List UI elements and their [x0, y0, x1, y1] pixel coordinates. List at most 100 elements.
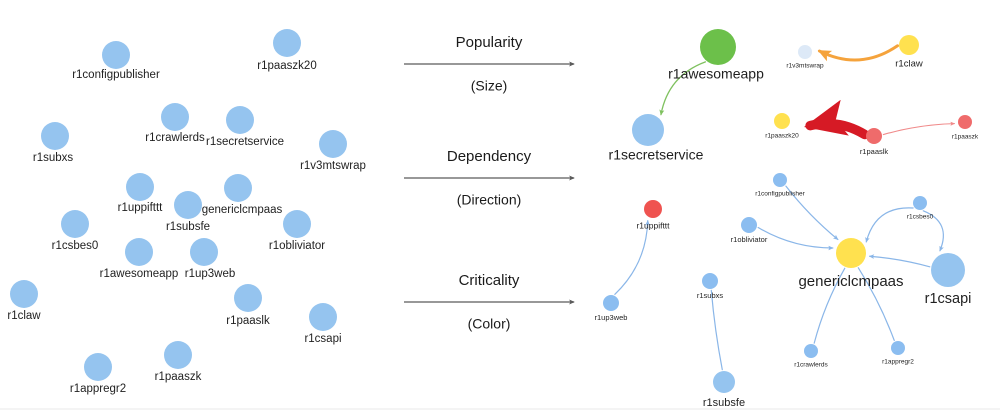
- node-circle-r1up3web[interactable]: [190, 238, 218, 266]
- node-r1paaszk20[interactable]: r1paaszk20: [765, 113, 799, 140]
- node-r1subxs[interactable]: r1subxs: [33, 122, 74, 164]
- node-circle-r1obliviator[interactable]: [741, 217, 757, 233]
- node-circle-r1awesomeapp[interactable]: [125, 238, 153, 266]
- node-r1subxs[interactable]: r1subxs: [697, 273, 724, 300]
- node-circle-r1configpublisher[interactable]: [773, 173, 787, 187]
- node-circle-r1subxs[interactable]: [702, 273, 718, 289]
- node-circle-r1paaszk[interactable]: [164, 341, 192, 369]
- node-circle-r1crawlerds[interactable]: [161, 103, 189, 131]
- node-circle-r1csapi[interactable]: [931, 253, 965, 287]
- node-label-r1crawlerds: r1crawlerds: [794, 362, 828, 369]
- encoding-subtitle-dependency: (Direction): [457, 192, 522, 208]
- node-circle-r1secretservice[interactable]: [226, 106, 254, 134]
- node-r1up3web[interactable]: r1up3web: [185, 238, 236, 280]
- node-label-r1subxs: r1subxs: [697, 291, 724, 300]
- node-r1paaszk[interactable]: r1paaszk: [952, 115, 979, 141]
- encoding-title-dependency: Dependency: [447, 148, 532, 165]
- node-circle-r1paaszk[interactable]: [958, 115, 972, 129]
- node-r1subsfe[interactable]: r1subsfe: [703, 371, 745, 409]
- node-circle-r1subsfe[interactable]: [174, 191, 202, 219]
- encoding-subtitle-popularity: (Size): [471, 78, 508, 94]
- node-circle-r1csapi[interactable]: [309, 303, 337, 331]
- node-r1paaslk[interactable]: r1paaslk: [860, 128, 889, 156]
- node-label-r1appregr2: r1appregr2: [882, 359, 914, 366]
- edge-r1csbes0-to-genericlcmpaas: [865, 207, 914, 243]
- edge-genericlcmpaas-to-r1appregr2: [857, 267, 895, 341]
- node-label-r1up3web: r1up3web: [595, 313, 628, 322]
- node-circle-r1v3mtswrap[interactable]: [798, 45, 812, 59]
- node-r1subsfe[interactable]: r1subsfe: [166, 191, 210, 233]
- edge-r1obliviator-to-genericlcmpaas: [757, 226, 834, 251]
- node-r1obliviator[interactable]: r1obliviator: [269, 210, 325, 252]
- node-r1secretservice[interactable]: r1secretservice: [206, 106, 284, 148]
- node-label-r1csapi: r1csapi: [925, 291, 972, 307]
- node-circle-r1uppifttt[interactable]: [126, 173, 154, 201]
- node-circle-r1csbes0[interactable]: [913, 196, 927, 210]
- node-r1csbes0[interactable]: r1csbes0: [907, 196, 934, 221]
- node-r1paaszk20[interactable]: r1paaszk20: [257, 29, 317, 72]
- node-label-r1v3mtswrap: r1v3mtswrap: [786, 63, 824, 70]
- node-r1appregr2[interactable]: r1appregr2: [70, 353, 126, 395]
- node-r1claw[interactable]: r1claw: [895, 35, 923, 70]
- node-circle-r1secretservice[interactable]: [632, 114, 664, 146]
- node-circle-r1crawlerds[interactable]: [804, 344, 818, 358]
- node-r1obliviator[interactable]: r1obliviator: [731, 217, 768, 244]
- node-circle-r1paaszk20[interactable]: [774, 113, 790, 129]
- node-circle-r1claw[interactable]: [10, 280, 38, 308]
- node-circle-r1paaslk[interactable]: [866, 128, 882, 144]
- node-circle-genericlcmpaas[interactable]: [836, 238, 866, 268]
- node-label-r1csbes0: r1csbes0: [907, 214, 934, 221]
- edge-r1awesomeapp-to-r1secretservice: [659, 61, 707, 116]
- node-r1claw[interactable]: r1claw: [7, 280, 41, 322]
- encoding-title-criticality: Criticality: [459, 272, 520, 289]
- node-circle-r1uppifttt[interactable]: [644, 200, 662, 218]
- node-r1up3web[interactable]: r1up3web: [595, 295, 628, 322]
- node-circle-r1subxs[interactable]: [41, 122, 69, 150]
- node-r1uppifttt[interactable]: r1uppifttt: [118, 173, 164, 214]
- encoding-popularity: Popularity(Size): [404, 34, 575, 94]
- node-r1v3mtswrap[interactable]: r1v3mtswrap: [300, 130, 366, 172]
- node-label-r1secretservice: r1secretservice: [206, 136, 284, 148]
- node-circle-genericlcmpaas[interactable]: [224, 174, 252, 202]
- node-circle-r1up3web[interactable]: [603, 295, 619, 311]
- node-circle-r1v3mtswrap[interactable]: [319, 130, 347, 158]
- node-circle-r1paaszk20[interactable]: [273, 29, 301, 57]
- node-circle-r1csbes0[interactable]: [61, 210, 89, 238]
- node-r1csbes0[interactable]: r1csbes0: [52, 210, 99, 252]
- node-circle-r1appregr2[interactable]: [84, 353, 112, 381]
- node-r1v3mtswrap[interactable]: r1v3mtswrap: [786, 45, 824, 70]
- node-label-r1appregr2: r1appregr2: [70, 383, 126, 395]
- node-genericlcmpaas[interactable]: genericlcmpaas: [202, 174, 283, 216]
- node-r1appregr2[interactable]: r1appregr2: [882, 341, 914, 366]
- node-r1csapi[interactable]: r1csapi: [304, 303, 342, 345]
- node-r1crawlerds[interactable]: r1crawlerds: [145, 103, 205, 144]
- node-r1configpublisher[interactable]: r1configpublisher: [755, 173, 806, 198]
- node-r1awesomeapp[interactable]: r1awesomeapp: [100, 238, 179, 280]
- encoding-criticality: Criticality(Color): [404, 272, 575, 332]
- node-circle-r1awesomeapp[interactable]: [700, 29, 736, 65]
- node-r1paaszk[interactable]: r1paaszk: [155, 341, 202, 383]
- node-label-r1paaslk: r1paaslk: [860, 147, 889, 156]
- node-r1secretservice[interactable]: r1secretservice: [609, 114, 704, 163]
- node-r1csapi[interactable]: r1csapi: [925, 253, 972, 307]
- node-circle-r1appregr2[interactable]: [891, 341, 905, 355]
- node-circle-r1claw[interactable]: [899, 35, 919, 55]
- node-circle-r1subsfe[interactable]: [713, 371, 735, 393]
- node-r1configpublisher[interactable]: r1configpublisher: [72, 41, 160, 81]
- edge-r1paaslk-to-r1paaszk: [882, 121, 956, 136]
- node-label-r1uppifttt: r1uppifttt: [118, 202, 164, 214]
- node-label-r1paaszk20: r1paaszk20: [257, 60, 316, 72]
- node-genericlcmpaas[interactable]: genericlcmpaas: [798, 238, 904, 290]
- node-r1paaslk[interactable]: r1paaslk: [226, 284, 270, 327]
- node-r1crawlerds[interactable]: r1crawlerds: [794, 344, 829, 369]
- node-label-r1paaszk: r1paaszk: [155, 371, 202, 383]
- node-label-r1csapi: r1csapi: [304, 333, 341, 345]
- node-circle-r1obliviator[interactable]: [283, 210, 311, 238]
- node-circle-r1configpublisher[interactable]: [102, 41, 130, 69]
- node-label-r1awesomeapp: r1awesomeapp: [668, 66, 764, 82]
- node-circle-r1paaslk[interactable]: [234, 284, 262, 312]
- node-r1awesomeapp[interactable]: r1awesomeapp: [668, 29, 764, 82]
- node-r1uppifttt[interactable]: r1uppifttt: [636, 200, 670, 230]
